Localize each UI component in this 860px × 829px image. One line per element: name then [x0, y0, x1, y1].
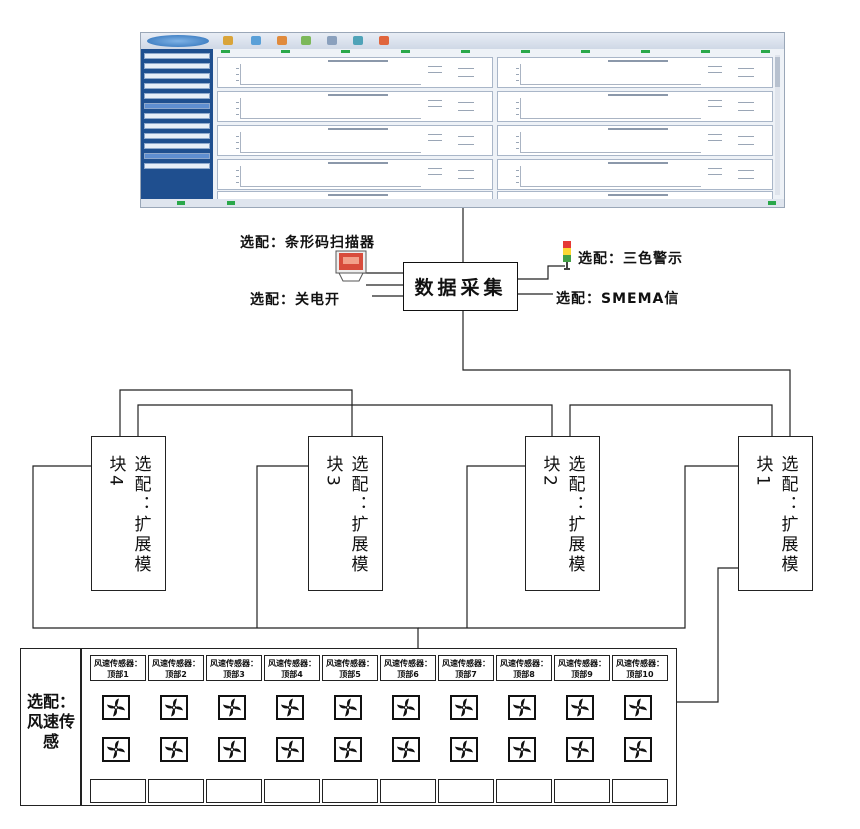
sensor-blank-slot — [438, 779, 494, 803]
toolbar-icon — [301, 36, 311, 45]
screenshot-status-bar — [141, 199, 784, 207]
fan-icon — [566, 737, 594, 762]
fan-icon — [276, 737, 304, 762]
fan-icon — [218, 695, 246, 720]
toolbar-icon — [223, 36, 233, 45]
sensor-label: 风速传感器：顶部5 — [322, 655, 378, 681]
screenshot-scrollbar — [775, 55, 780, 195]
screenshot-header — [141, 33, 784, 49]
wind-sensor-8: 风速传感器：顶部8 — [496, 655, 552, 805]
chart-panel — [217, 125, 493, 156]
toolbar-icon — [327, 36, 337, 45]
logo-icon — [147, 35, 209, 47]
toolbar-icon — [379, 36, 389, 45]
sensor-label: 风速传感器：顶部6 — [380, 655, 436, 681]
fan-icon — [624, 695, 652, 720]
expansion-module-4: 选配：扩展模块4 — [91, 436, 166, 591]
sensor-blank-slot — [554, 779, 610, 803]
fan-icon — [160, 737, 188, 762]
fan-icon — [160, 695, 188, 720]
toolbar-icon — [251, 36, 261, 45]
screenshot-sidebar — [141, 49, 213, 201]
sensor-blank-slot — [322, 779, 378, 803]
sensor-blank-slot — [496, 779, 552, 803]
sensor-group-title: 选配：风速传感 — [26, 692, 75, 751]
wind-sensor-5: 风速传感器：顶部5 — [322, 655, 378, 805]
wind-sensor-2: 风速传感器：顶部2 — [148, 655, 204, 805]
wind-sensor-1: 风速传感器：顶部1 — [90, 655, 146, 805]
expansion-module-3: 选配：扩展模块3 — [308, 436, 383, 591]
wind-sensor-7: 风速传感器：顶部7 — [438, 655, 494, 805]
sensor-label: 风速传感器：顶部10 — [612, 655, 668, 681]
fan-icon — [624, 737, 652, 762]
sensor-label: 风速传感器：顶部8 — [496, 655, 552, 681]
sensor-blank-slot — [206, 779, 262, 803]
sensor-label: 风速传感器：顶部3 — [206, 655, 262, 681]
sensor-label: 风速传感器：顶部1 — [90, 655, 146, 681]
fan-icon — [508, 695, 536, 720]
smema-label: 选配：SMEMA信 — [556, 291, 680, 307]
warning-light-label: 选配：三色警示 — [578, 251, 683, 267]
sensor-divider — [80, 648, 82, 806]
sensor-label: 风速传感器：顶部9 — [554, 655, 610, 681]
sensor-blank-slot — [148, 779, 204, 803]
signal-tower-icon — [563, 241, 571, 270]
chart-panel — [217, 91, 493, 122]
fan-icon — [508, 737, 536, 762]
expansion-module-1: 选配：扩展模块1 — [738, 436, 813, 591]
fan-icon — [566, 695, 594, 720]
wind-sensor-9: 风速传感器：顶部9 — [554, 655, 610, 805]
sensor-blank-slot — [612, 779, 668, 803]
barcode-scanner-icon — [335, 250, 367, 282]
sensor-blank-slot — [380, 779, 436, 803]
data-acquisition-box: 数据采集 — [403, 262, 518, 311]
toolbar-icon — [277, 36, 287, 45]
toolbar-icon — [353, 36, 363, 45]
photo-switch-label: 选配：关电开 — [250, 292, 340, 308]
sensor-label: 风速传感器：顶部2 — [148, 655, 204, 681]
chart-panel — [497, 91, 773, 122]
scanner-label: 选配：条形码扫描器 — [240, 235, 375, 251]
fan-icon — [334, 737, 362, 762]
fan-icon — [218, 737, 246, 762]
sensor-label: 风速传感器：顶部7 — [438, 655, 494, 681]
fan-icon — [334, 695, 362, 720]
fan-icon — [276, 695, 304, 720]
fan-icon — [450, 695, 478, 720]
expansion-module-2: 选配：扩展模块2 — [525, 436, 600, 591]
chart-panel — [217, 159, 493, 190]
data-acquisition-label: 数据采集 — [414, 277, 507, 299]
chart-panel — [217, 57, 493, 88]
wind-sensor-3: 风速传感器：顶部3 — [206, 655, 262, 805]
sensor-label: 风速传感器：顶部4 — [264, 655, 320, 681]
wind-sensor-10: 风速传感器：顶部10 — [612, 655, 668, 805]
fan-icon — [102, 695, 130, 720]
chart-panel — [497, 57, 773, 88]
fan-icon — [392, 737, 420, 762]
sensor-blank-slot — [90, 779, 146, 803]
wind-sensor-6: 风速传感器：顶部6 — [380, 655, 436, 805]
fan-icon — [102, 737, 130, 762]
sensor-blank-slot — [264, 779, 320, 803]
fan-icon — [392, 695, 420, 720]
fan-icon — [450, 737, 478, 762]
chart-panel — [497, 159, 773, 190]
wind-sensor-4: 风速传感器：顶部4 — [264, 655, 320, 805]
software-screenshot — [140, 32, 785, 208]
chart-panel — [497, 125, 773, 156]
